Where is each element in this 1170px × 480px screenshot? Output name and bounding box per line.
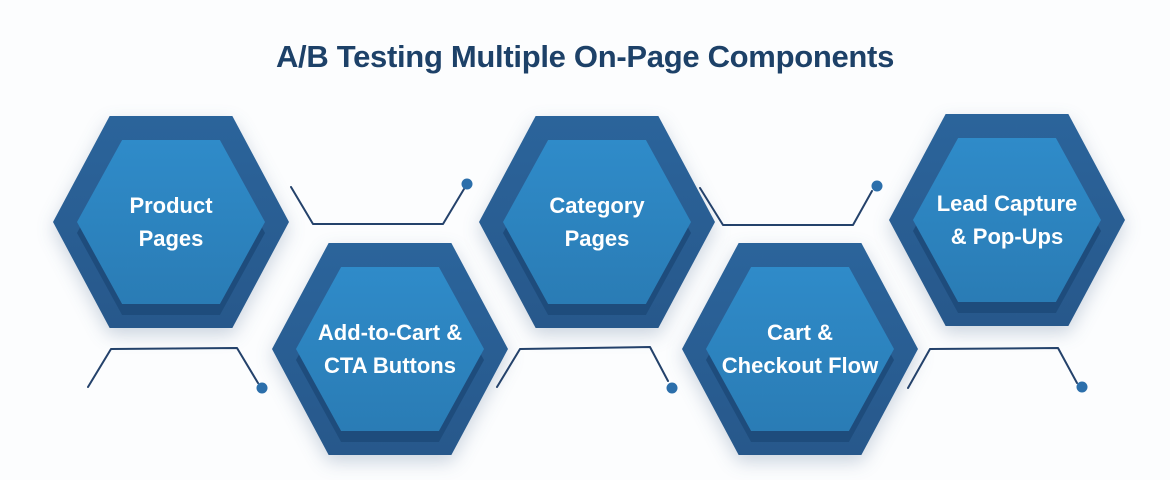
hexagon-product-pages: Product Pages [53, 116, 289, 328]
connector-dot [256, 382, 268, 394]
connector-dot [871, 180, 883, 192]
hexagon-label: Category Pages [549, 193, 645, 251]
hexagon-inner-face [296, 267, 484, 431]
hexagon-inner-face [77, 140, 265, 304]
connector-line [907, 347, 1078, 389]
connector-dot [666, 382, 678, 394]
hexagon-cart-checkout-flow: Cart & Checkout Flow [682, 243, 918, 455]
connector-line [87, 347, 259, 388]
connector-line [699, 187, 873, 226]
hexagon-add-to-cart-cta-buttons: Add-to-Cart & CTA Buttons [272, 243, 508, 455]
connector-line [290, 186, 465, 225]
connector-dot [1076, 381, 1088, 393]
hexagon-inner-face [706, 267, 894, 431]
page-title: A/B Testing Multiple On-Page Components [275, 39, 895, 74]
connector-line [496, 346, 669, 388]
hexagon-label: Lead Capture & Pop-Ups [936, 191, 1078, 249]
hexagon-label: Cart & Checkout Flow [721, 320, 879, 378]
hexagon-lead-capture-pop-ups: Lead Capture & Pop-Ups [889, 114, 1125, 326]
connector-dot [461, 178, 473, 190]
hexagon-inner-face [503, 140, 691, 304]
hexagon-label: Product Pages [129, 193, 213, 251]
hexagon-inner-face [913, 138, 1101, 302]
hexagon-label: Add-to-Cart & CTA Buttons [317, 320, 463, 378]
hexagon-category-pages: Category Pages [479, 116, 715, 328]
